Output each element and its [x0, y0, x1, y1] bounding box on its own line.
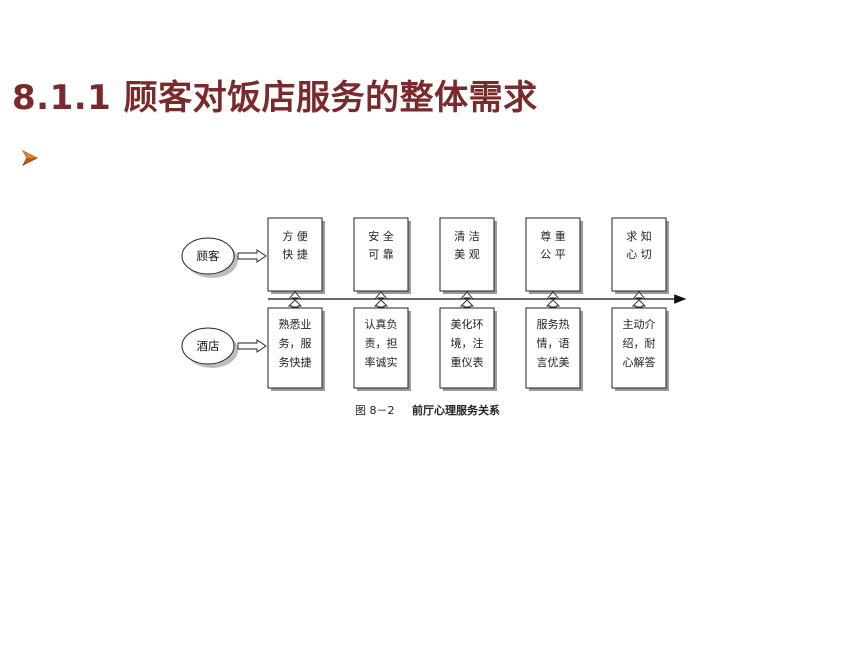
hollow-arrow-up: [288, 291, 302, 300]
need-box: [525, 217, 581, 292]
need-box-line: 安 全: [368, 229, 394, 243]
arrowhead-bullet-icon: [21, 150, 38, 166]
need-box: [353, 217, 409, 292]
need-box-line: 清 洁: [454, 230, 480, 243]
hollow-arrow-right: [237, 249, 267, 263]
service-box-line: 情，语: [537, 337, 570, 350]
service-box-line: 务快捷: [279, 355, 312, 369]
service-box-line: 言优美: [537, 356, 570, 369]
need-box-line: 公 平: [540, 248, 566, 261]
service-relationship-diagram: 顾客酒店 方 便快 捷 安 全可 靠 清 洁美 观 尊 重公 平 求 知心 切熟悉业务，服…: [180, 212, 700, 422]
customer-ellipse: [181, 237, 235, 275]
page-title: 8.1.1 顾客对饭店服务的整体需求: [12, 78, 538, 118]
service-box-line: 率诚实: [365, 355, 398, 369]
need-box-line: 求 知: [626, 229, 652, 243]
need-box-line: 心 切: [626, 248, 652, 261]
service-box-line: 美化环: [451, 317, 484, 331]
need-box: [267, 217, 323, 292]
need-box: [439, 217, 495, 292]
service-box-line: 服务热: [537, 318, 570, 331]
hollow-arrow-up: [374, 291, 388, 300]
need-box-line: 方 便: [282, 229, 308, 243]
need-box: [611, 217, 667, 292]
hollow-arrow-up: [460, 291, 474, 300]
hollow-arrow-up: [287, 299, 303, 308]
hotel-label: 酒店: [197, 339, 220, 353]
caption-prefix: 图 8－2: [355, 404, 395, 417]
need-box-line: 快 捷: [282, 247, 308, 261]
service-box-line: 认真负: [365, 317, 398, 331]
hollow-arrow-up: [373, 299, 389, 308]
service-box-line: 责，担: [365, 336, 398, 350]
hollow-arrow-up: [459, 299, 475, 308]
service-box-line: 主动介: [623, 318, 656, 331]
service-box-line: 境，注: [451, 336, 484, 350]
service-box-line: 绍，耐: [623, 336, 656, 350]
hotel-ellipse: [181, 327, 235, 365]
diagram-caption: 图 8－2 前厅心理服务关系: [355, 403, 500, 417]
need-box-line: 尊 重: [540, 229, 566, 243]
caption-title: 前厅心理服务关系: [412, 403, 500, 417]
service-box-line: 心解答: [623, 355, 656, 369]
service-box: [353, 307, 409, 389]
hollow-arrow-up: [545, 299, 561, 308]
hollow-arrow-right: [237, 339, 267, 353]
customer-label: 顾客: [197, 249, 220, 263]
service-box: [267, 307, 323, 389]
need-box-line: 可 靠: [368, 247, 394, 261]
service-box-line: 熟悉业: [279, 317, 312, 331]
hollow-arrow-up: [631, 299, 647, 308]
hollow-arrow-up: [632, 291, 646, 300]
service-box: [611, 307, 667, 389]
hollow-arrow-up: [546, 291, 560, 300]
service-box-line: 务，服: [279, 337, 312, 350]
service-box: [525, 307, 581, 389]
service-box-line: 重仪表: [451, 355, 484, 369]
service-box: [439, 307, 495, 389]
need-box-line: 美 观: [454, 248, 480, 261]
